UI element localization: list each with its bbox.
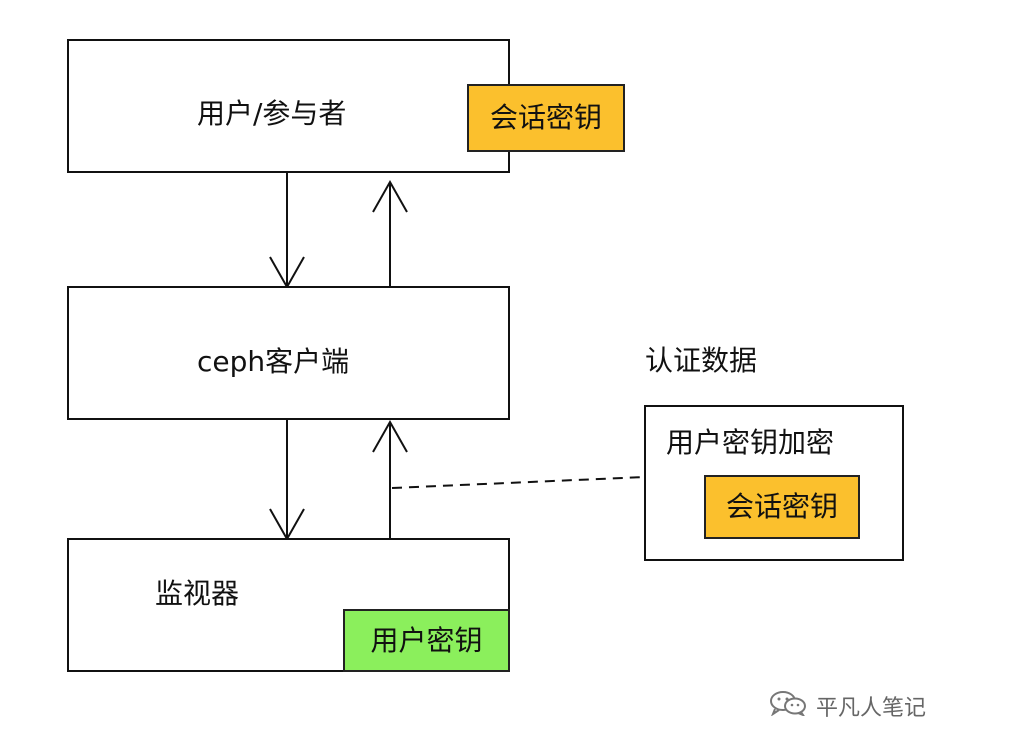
watermark: 平凡人笔记 (768, 690, 926, 722)
monitor-label: 监视器 (155, 577, 240, 610)
session-key-badge: 会话密钥 (467, 84, 625, 152)
arrow-client-to-monitor (269, 420, 305, 542)
monitor-box: 监视器 用户密钥 (67, 538, 510, 672)
dashed-link-auth-data (391, 476, 646, 489)
arrow-monitor-to-client (372, 419, 408, 539)
auth-session-key-badge: 会话密钥 (704, 475, 860, 539)
ceph-client-box: ceph客户端 (67, 286, 510, 420)
auth-data-box: 用户密钥加密 会话密钥 (644, 405, 904, 561)
user-key-badge: 用户密钥 (343, 609, 510, 672)
wechat-icon (768, 690, 808, 722)
arrow-user-to-client (269, 172, 305, 290)
arrow-client-to-user (372, 179, 408, 287)
auth-data-title: 认证数据 (645, 344, 758, 377)
user-participant-label: 用户/参与者 (197, 97, 347, 130)
auth-data-label: 用户密钥加密 (666, 426, 835, 459)
ceph-client-label: ceph客户端 (197, 345, 350, 378)
user-participant-box: 用户/参与者 会话密钥 (67, 39, 625, 173)
watermark-text: 平凡人笔记 (816, 696, 927, 721)
